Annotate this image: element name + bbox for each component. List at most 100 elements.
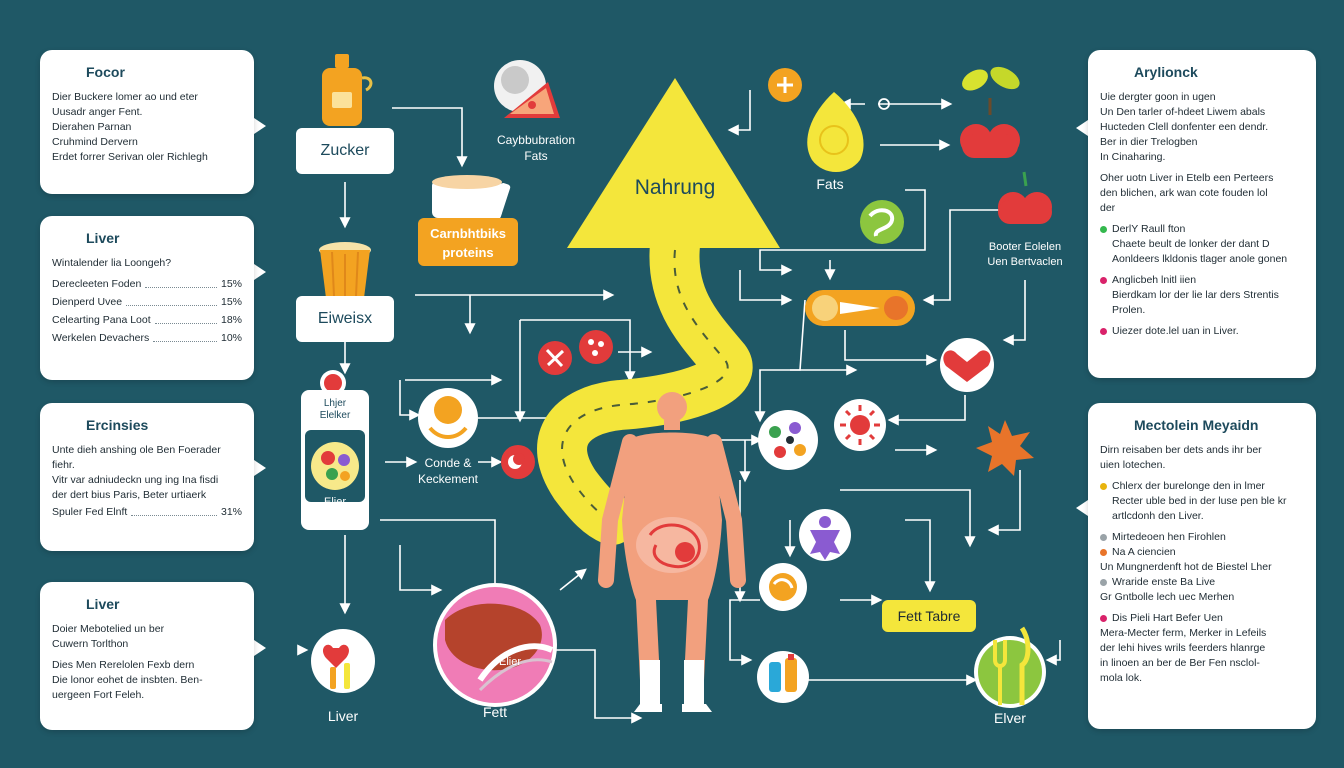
card-title: Ercinsies [86,417,149,433]
card-line: Uusadr anger Fent. [52,106,143,118]
card-line: den blichen, ark wan cote fouden lol [1100,187,1268,199]
bottles-icon [757,651,809,703]
cup-icon [432,175,511,219]
intestine-icon [418,388,478,448]
card-title: Focor [86,64,125,80]
card-line: Uie dergter goon in ugen [1100,91,1216,103]
label-liver-icon: Liver [327,708,359,724]
lemon-icon [807,92,864,172]
label-elver: Elver [994,710,1026,726]
cells-icon [579,330,613,364]
card-line: der [1100,202,1116,214]
card-line: Vitr var adniudeckn ung ing Ina fisdi [52,474,219,486]
bullet-line: der lehi hives wrils feerders hlanrge [1100,642,1266,654]
grapefruit-icon [805,290,915,326]
bullet-line: Aonldeers lkldonis tlager anole gonen [1112,253,1288,265]
bullet-line: Bierdkam lor der lie lar ders Strentis [1112,289,1279,301]
card-line: In Cinaharing. [1100,151,1166,163]
node-eiweisx: Eiweisx [296,296,394,342]
node-fett-tabre: Fett Tabre [882,600,976,632]
card-ercinsies: Ercinsies Unte dieh anshing ole Ben Foer… [40,403,254,551]
card-pointers [254,118,1088,656]
card-line: uien lotechen. [1100,459,1166,471]
card-line: Dirn reisaben ber dets ands ihr ber [1100,444,1262,456]
label-fett: Fett [482,704,508,720]
label-fats: Fats [816,176,844,192]
card-line: Dier Buckere lomer ao und eter [52,91,198,103]
card-line: Cruhmind Dervern [52,136,138,148]
label-liver-organ: Elier [498,656,521,668]
liver-heart-icon [311,629,375,693]
apple-icon [998,171,1052,224]
bullet-item: Chlerx der burelonge den in lmer [1100,479,1304,494]
bullet-dot-icon [1100,534,1107,541]
card-line: Dierahen Parnan [52,121,132,133]
card-line: Un Den tarler of-hdeet Liwem abals [1100,106,1266,118]
bullet-dot-icon [1100,328,1107,335]
green-swirl-icon [860,200,904,244]
bullet-dot-icon [1100,549,1107,556]
card-title: Liver [86,230,120,246]
bullet-line: Mera-Mecter ferm, Merker in Lefeils [1100,627,1267,639]
bullet-dot-icon [1100,277,1107,284]
bullet-line: in linoen an ber de Ber Fen nsclol- [1100,657,1260,669]
people-icon [799,509,851,561]
card-title: Mectolein Meyaidn [1134,417,1259,433]
card-line: Die lonor eohet de insbten. Ben- [52,674,203,686]
card-line: Doier Mebotelied un ber [52,623,165,635]
node-zucker: Zucker [296,128,394,174]
food-plate-icon [758,410,818,470]
card-line: der dert bius Paris, Beter urtiaerk [52,489,207,501]
bullet-dot-icon [1100,615,1107,622]
label-conde: Conde & Keckement [417,456,479,486]
card-line: uergeen Fort Feleh. [52,689,145,701]
drink-cup-icon [319,242,371,298]
card-line: Erdet forrer Serivan oler Richlegh [52,151,208,163]
bullet-item: Mirtedeoen hen Firohlen [1100,530,1304,545]
sun-icon [834,399,886,451]
apple-plant-icon [960,66,1020,158]
bullet-line: Gr Gntbolle lech uec Merhen [1100,591,1235,603]
card-liver-top: Liver Wintalender lia Loongeh? Derecleet… [40,216,254,380]
human-figure [598,392,746,712]
sugar-bottle-icon [322,54,373,126]
bullet-line: Prolen. [1112,304,1146,316]
bullet-line: Recter uble bed in der luse pen ble kr [1112,495,1287,507]
bullet-line: mola lok. [1100,672,1143,684]
bullet-item: Na A ciencien [1100,545,1304,560]
bullet-line: Un Mungnerdenft hot de Biestel Lher [1100,561,1272,573]
moon-icon [501,445,535,479]
card-line: Dies Men Rerelolen Fexb dern [52,659,195,671]
card-line: Unte dieh anshing ole Ben Foerader [52,444,221,456]
card-line: fiehr. [52,459,75,471]
card-line: Hucteden Clell donfenter een dendr. [1100,121,1269,133]
metabolism-icon [538,341,572,375]
label-bootes: Booter Eolelen Uen Bertvaclen [987,241,1063,268]
bullet-item: Dis Pieli Hart Befer Uen [1100,611,1304,626]
liver-tube-icon [301,370,369,530]
liver-organ-illustration [433,583,557,707]
bullet-item: Uiezer dote.lel uan in Liver. [1100,324,1304,339]
card-line: Ber in dier Trelogben [1100,136,1198,148]
bullet-line: Chaete beult de lonker der dant D [1112,238,1270,250]
label-nahrung: Nahrung [634,176,716,199]
card-arylionck: Arylionck Uie dergter goon in ugen Un De… [1088,50,1316,378]
label-carbs: Caybbubration Fats [496,133,576,163]
bullet-item: Wraride enste Ba Live [1100,575,1304,590]
card-line: Oher uotn Liver in Etelb een Perteers [1100,172,1274,184]
bullet-item: DerlY Raull fton [1100,222,1304,237]
card-mectolein: Mectolein Meyaidn Dirn reisaben ber dets… [1088,403,1316,729]
plus-icon [768,68,802,102]
node-carb-proteins: Carnbhtbiks proteins [418,218,518,266]
bullet-item: Anglicbeh lnitl iien [1100,273,1304,288]
bullet-line: artlcdonh den Liver. [1112,510,1204,522]
card-focor: Focor Dier Buckere lomer ao und eter Uus… [40,50,254,194]
card-title: Arylionck [1134,64,1198,80]
label-tube-bottom: Elier Eiweisin [314,496,356,521]
